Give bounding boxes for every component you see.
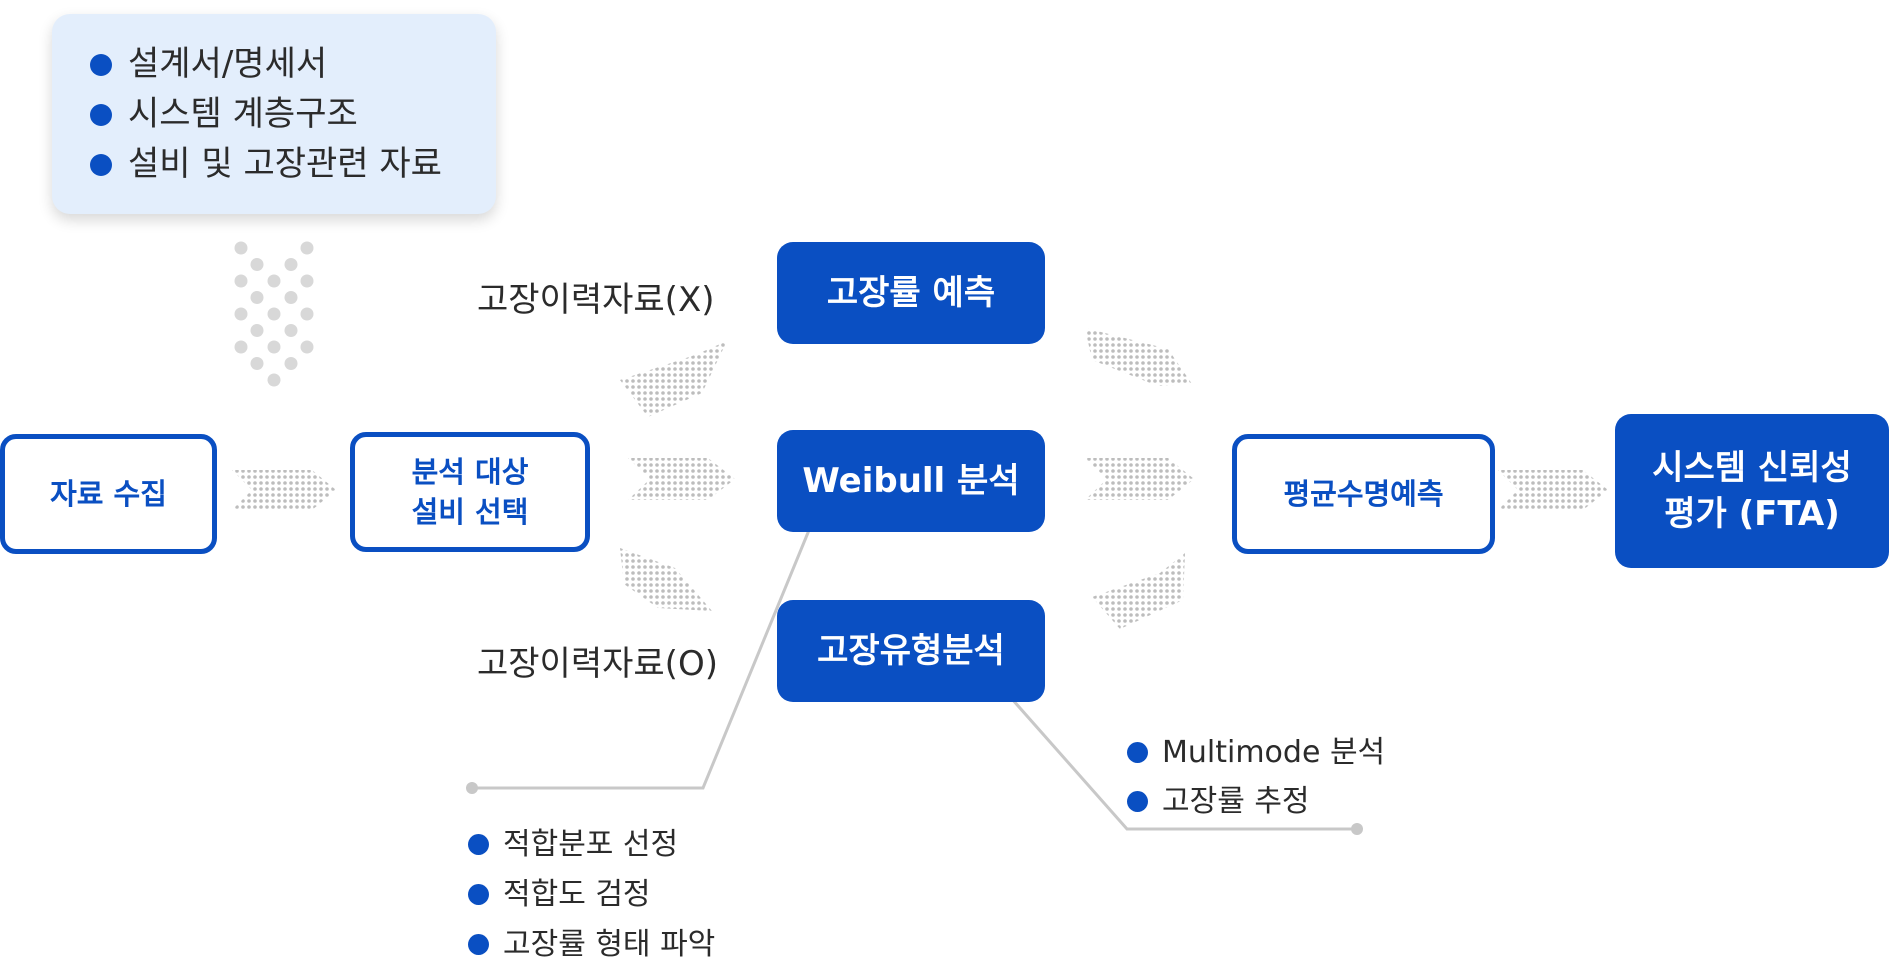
arrow-failure-type-out xyxy=(1092,553,1185,629)
weibull-connector xyxy=(472,517,816,790)
arrow-collect-to-select xyxy=(232,470,336,510)
down-arrow-dot xyxy=(234,241,248,255)
weibull-note: 고장률 형태 파악 xyxy=(468,925,715,965)
failure-rate-prediction-node: 고장률 예측 xyxy=(777,242,1045,344)
input-data-panel: 설계서/명세서 시스템 계층구조 설비 및 고장관련 자료 xyxy=(52,14,496,214)
arrow-failure-rate-out xyxy=(1085,328,1192,386)
down-arrow-dot xyxy=(250,291,264,304)
bullet-icon xyxy=(90,54,112,76)
down-arrow-dot xyxy=(267,373,281,387)
down-arrow-dot xyxy=(284,258,298,271)
arrow-mean-life-to-eval xyxy=(1498,470,1608,510)
bullet-icon xyxy=(90,154,112,176)
weibull-analysis-node: Weibull 분석 xyxy=(777,430,1045,532)
failure-type-analysis-node: 고장유형분석 xyxy=(777,600,1045,702)
failure-type-note: Multimode 분석 xyxy=(1127,733,1385,773)
down-arrow-dot xyxy=(284,291,298,304)
collect-node: 자료 수집 xyxy=(0,434,217,554)
down-arrow-dot xyxy=(267,274,281,288)
failure-type-connector-end xyxy=(1351,823,1363,835)
bullet-icon xyxy=(1127,742,1148,763)
arrow-to-failure-type xyxy=(620,548,712,611)
arrow-to-failure-rate xyxy=(620,341,727,417)
down-arrow-dot xyxy=(267,307,281,321)
info-item: 설계서/명세서 xyxy=(90,44,327,84)
mean-life-prediction-node: 평균수명예측 xyxy=(1232,434,1495,554)
down-arrow-dot xyxy=(234,340,248,354)
down-arrow-dot xyxy=(300,274,314,288)
bullet-icon xyxy=(468,884,489,905)
down-arrow-dot xyxy=(284,357,298,370)
bullet-icon xyxy=(468,934,489,955)
failure-type-connector xyxy=(1002,689,1357,831)
down-arrow-dots xyxy=(234,241,314,387)
down-arrow-dot xyxy=(250,357,264,370)
arrow-weibull-out xyxy=(1085,458,1194,500)
bullet-icon xyxy=(1127,791,1148,812)
down-arrow-dot xyxy=(234,274,248,288)
failure-type-note: 고장률 추정 xyxy=(1127,782,1310,822)
info-item: 시스템 계층구조 xyxy=(90,94,358,134)
weibull-note: 적합분포 선정 xyxy=(468,825,678,865)
down-arrow-dot xyxy=(250,324,264,337)
down-arrow-dot xyxy=(234,307,248,321)
down-arrow-dot xyxy=(250,258,264,271)
down-arrow-dot xyxy=(284,324,298,337)
arrow-to-weibull xyxy=(628,458,735,500)
bullet-icon xyxy=(90,104,112,126)
down-arrow-dot xyxy=(300,340,314,354)
history-x-label: 고장이력자료(X) xyxy=(477,280,715,320)
info-item: 설비 및 고장관련 자료 xyxy=(90,144,442,184)
weibull-connector-end xyxy=(466,782,478,794)
down-arrow-dot xyxy=(300,241,314,255)
history-o-label: 고장이력자료(O) xyxy=(477,644,718,684)
down-arrow-dot xyxy=(267,340,281,354)
bullet-icon xyxy=(468,834,489,855)
down-arrow-dot xyxy=(300,307,314,321)
weibull-note: 적합도 검정 xyxy=(468,875,651,915)
